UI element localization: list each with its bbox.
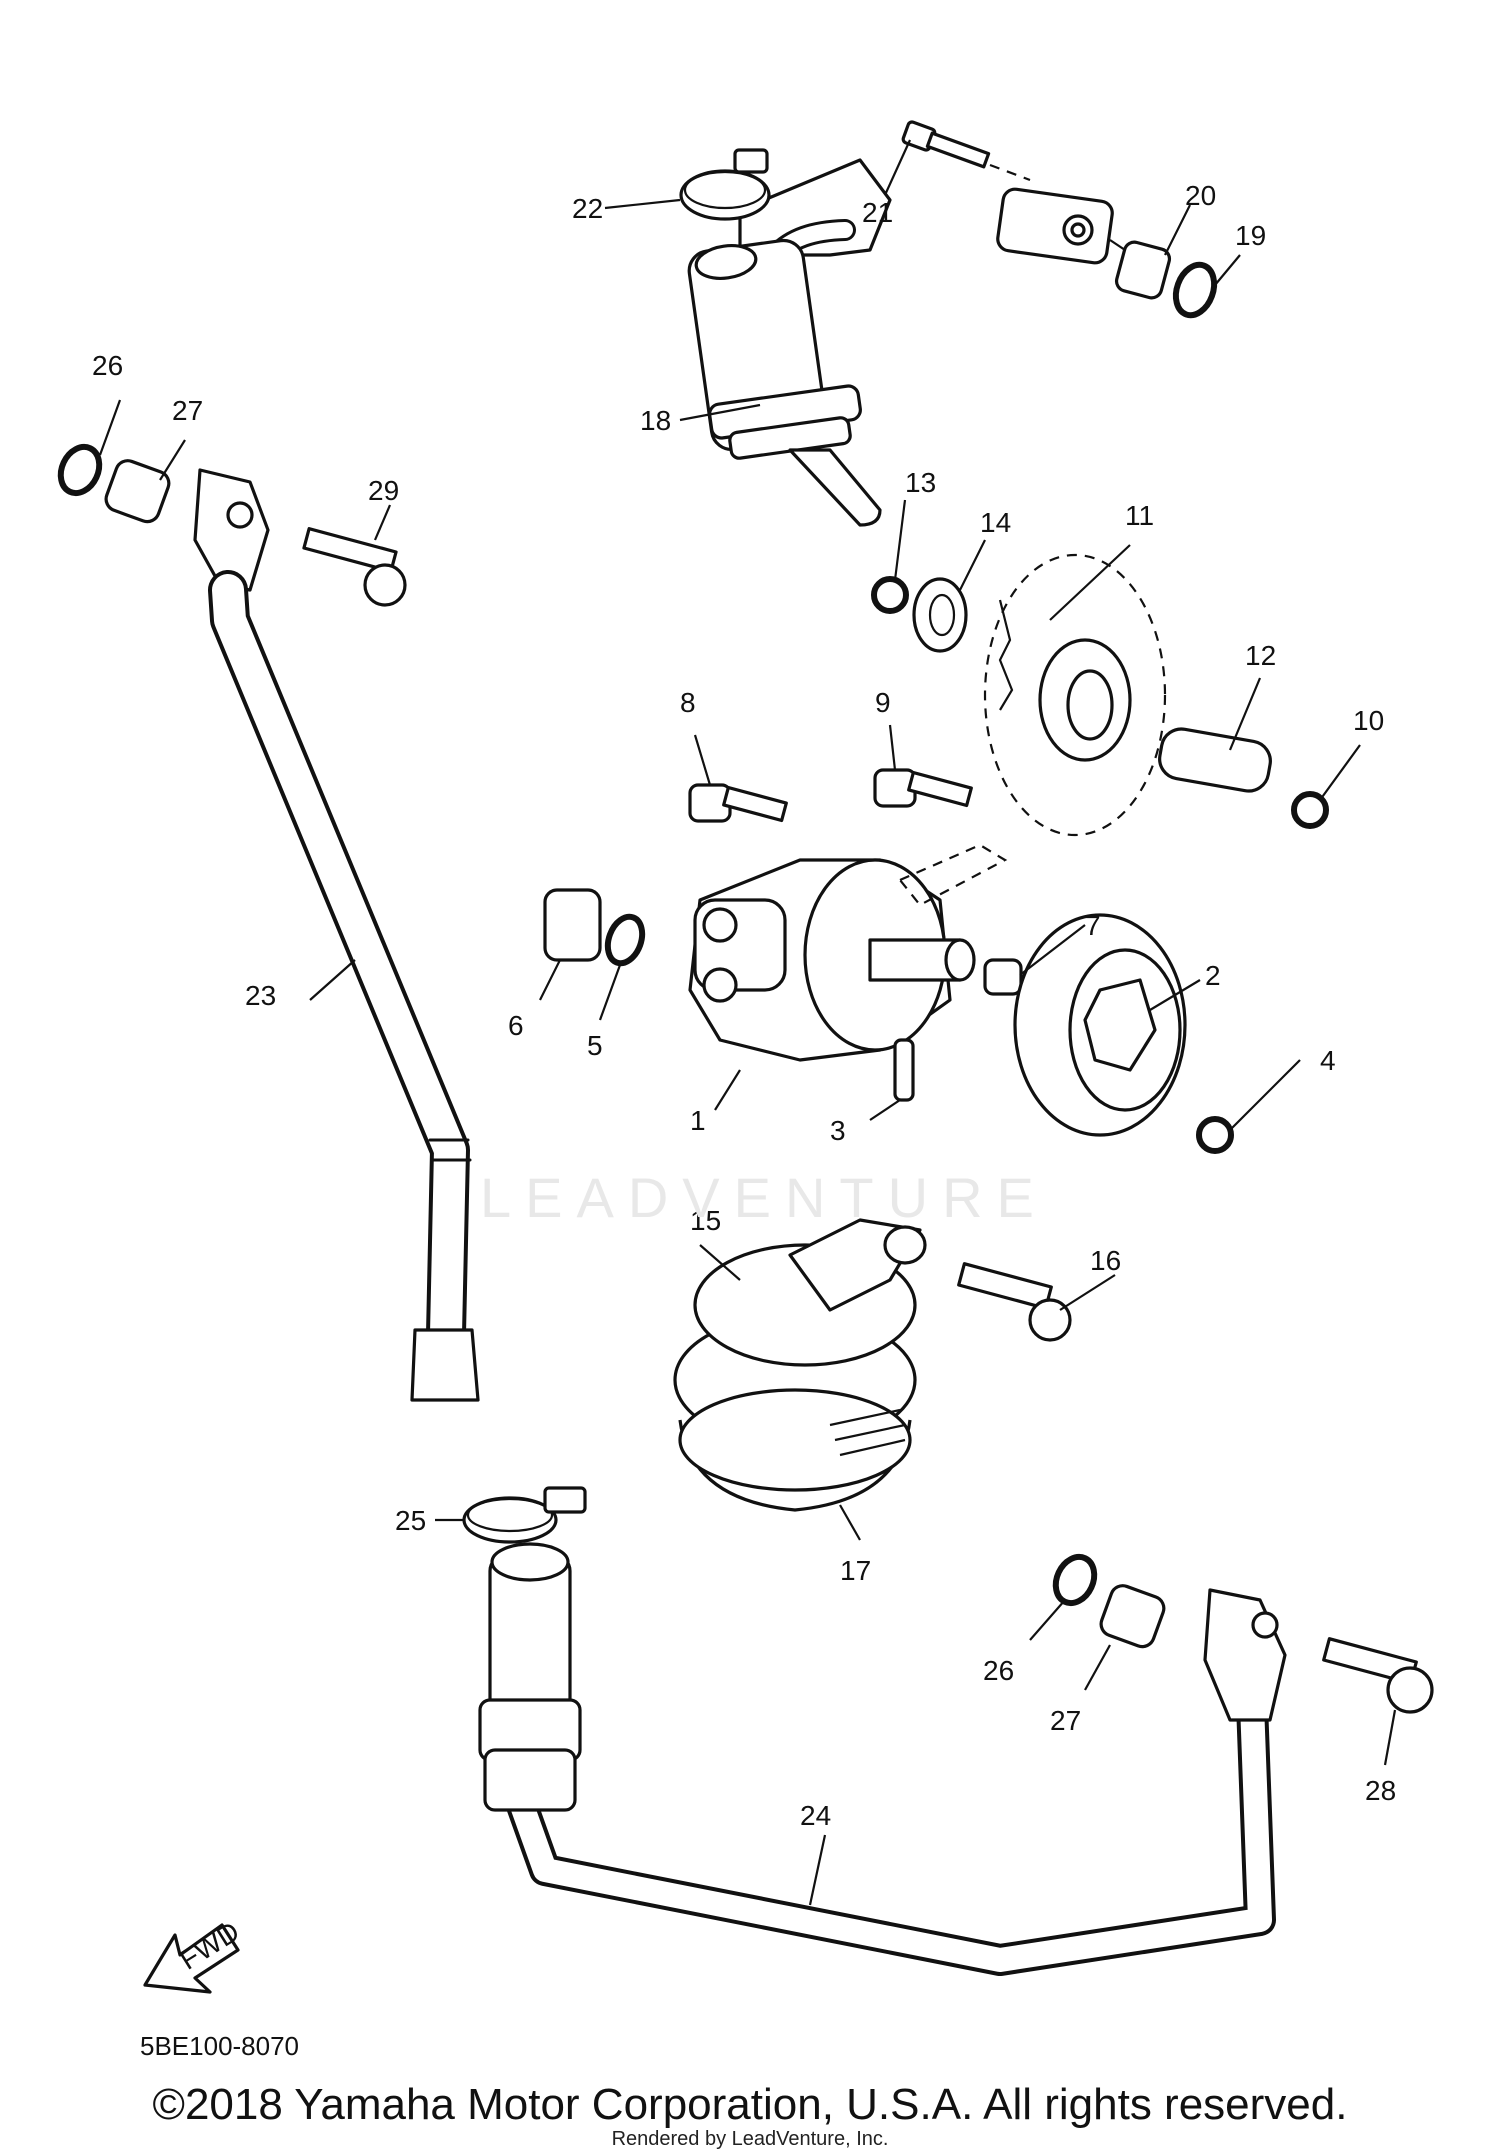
part-27-collar-upper xyxy=(104,459,171,524)
callout-4: 4 xyxy=(1320,1045,1336,1076)
callout-21: 21 xyxy=(862,197,893,228)
callout-27-lower: 27 xyxy=(1050,1705,1081,1736)
part-5-o-ring xyxy=(604,913,646,967)
part-19-o-ring xyxy=(1172,261,1218,319)
part-18-oil-pipe xyxy=(687,158,892,527)
callout-26-lower: 26 xyxy=(983,1655,1014,1686)
part-13-circlip xyxy=(871,576,909,614)
callout-15: 15 xyxy=(690,1205,721,1236)
part-24-oil-pipe xyxy=(478,1542,1276,1976)
part-27-collar-lower xyxy=(1099,1584,1166,1649)
part-3-pin xyxy=(893,1038,915,1102)
callout-7: 7 xyxy=(1085,910,1101,941)
part-21-bolt xyxy=(901,120,1031,182)
watermark-text: LEADVENTURE xyxy=(480,1166,1048,1229)
part-18-banjo-fitting xyxy=(996,187,1114,265)
part-4-circlip xyxy=(1196,1116,1234,1154)
part-20-collar xyxy=(1109,239,1172,300)
callout-20: 20 xyxy=(1185,180,1216,211)
part-8-bolt xyxy=(688,783,788,823)
copyright-notice: ©2018 Yamaha Motor Corporation, U.S.A. A… xyxy=(152,2080,1348,2129)
callout-8: 8 xyxy=(680,687,696,718)
callout-3: 3 xyxy=(830,1115,846,1146)
part-26-o-ring-lower xyxy=(1052,1553,1098,1607)
part-10-circlip xyxy=(1291,791,1329,829)
callout-13: 13 xyxy=(905,467,936,498)
callout-26-upper: 26 xyxy=(92,350,123,381)
part-9-bolt xyxy=(873,768,973,808)
callout-16: 16 xyxy=(1090,1245,1121,1276)
part-2-rotor xyxy=(1013,913,1187,1137)
part-14-washer xyxy=(912,577,968,653)
callout-22: 22 xyxy=(572,193,603,224)
callout-23: 23 xyxy=(245,980,276,1011)
callout-6: 6 xyxy=(508,1010,524,1041)
callout-18: 18 xyxy=(640,405,671,436)
part-1-oil-pump-housing xyxy=(688,843,1008,1062)
callout-25: 25 xyxy=(395,1505,426,1536)
part-23-oil-hose xyxy=(208,570,480,1402)
callout-29: 29 xyxy=(368,475,399,506)
part-23-banjo-fitting xyxy=(193,468,270,592)
part-25-hose-clamp xyxy=(462,1486,587,1544)
callout-12: 12 xyxy=(1245,640,1276,671)
part-29-bolt xyxy=(302,527,407,607)
part-26-o-ring-upper xyxy=(57,443,103,497)
callout-5: 5 xyxy=(587,1030,603,1061)
callout-9: 9 xyxy=(875,687,891,718)
part-28-bolt xyxy=(1322,1637,1434,1714)
fwd-arrow-icon: FWD xyxy=(143,1916,245,1994)
callout-28: 28 xyxy=(1365,1775,1396,1806)
part-16-bolt xyxy=(957,1262,1072,1342)
part-12-shaft xyxy=(1158,727,1272,793)
callout-2: 2 xyxy=(1205,960,1221,991)
callout-27-upper: 27 xyxy=(172,395,203,426)
callout-1: 1 xyxy=(690,1105,706,1136)
leader-lines xyxy=(98,139,1397,1906)
part-6-collar xyxy=(543,888,602,962)
part-11-gear xyxy=(983,553,1167,837)
callout-19: 19 xyxy=(1235,220,1266,251)
part-22-hose-clamp xyxy=(679,148,771,221)
callout-24: 24 xyxy=(800,1800,831,1831)
part-24-banjo-fitting xyxy=(1203,1588,1287,1722)
diagram-code: 5BE100-8070 xyxy=(140,2031,299,2061)
rendered-by-notice: Rendered by LeadVenture, Inc. xyxy=(611,2128,889,2150)
part-7-dowel xyxy=(983,958,1023,996)
callout-10: 10 xyxy=(1353,705,1384,736)
callout-11: 11 xyxy=(1125,500,1154,531)
part-15-strainer-cap xyxy=(693,1218,927,1367)
callout-14: 14 xyxy=(980,507,1011,538)
callout-17: 17 xyxy=(840,1555,871,1586)
